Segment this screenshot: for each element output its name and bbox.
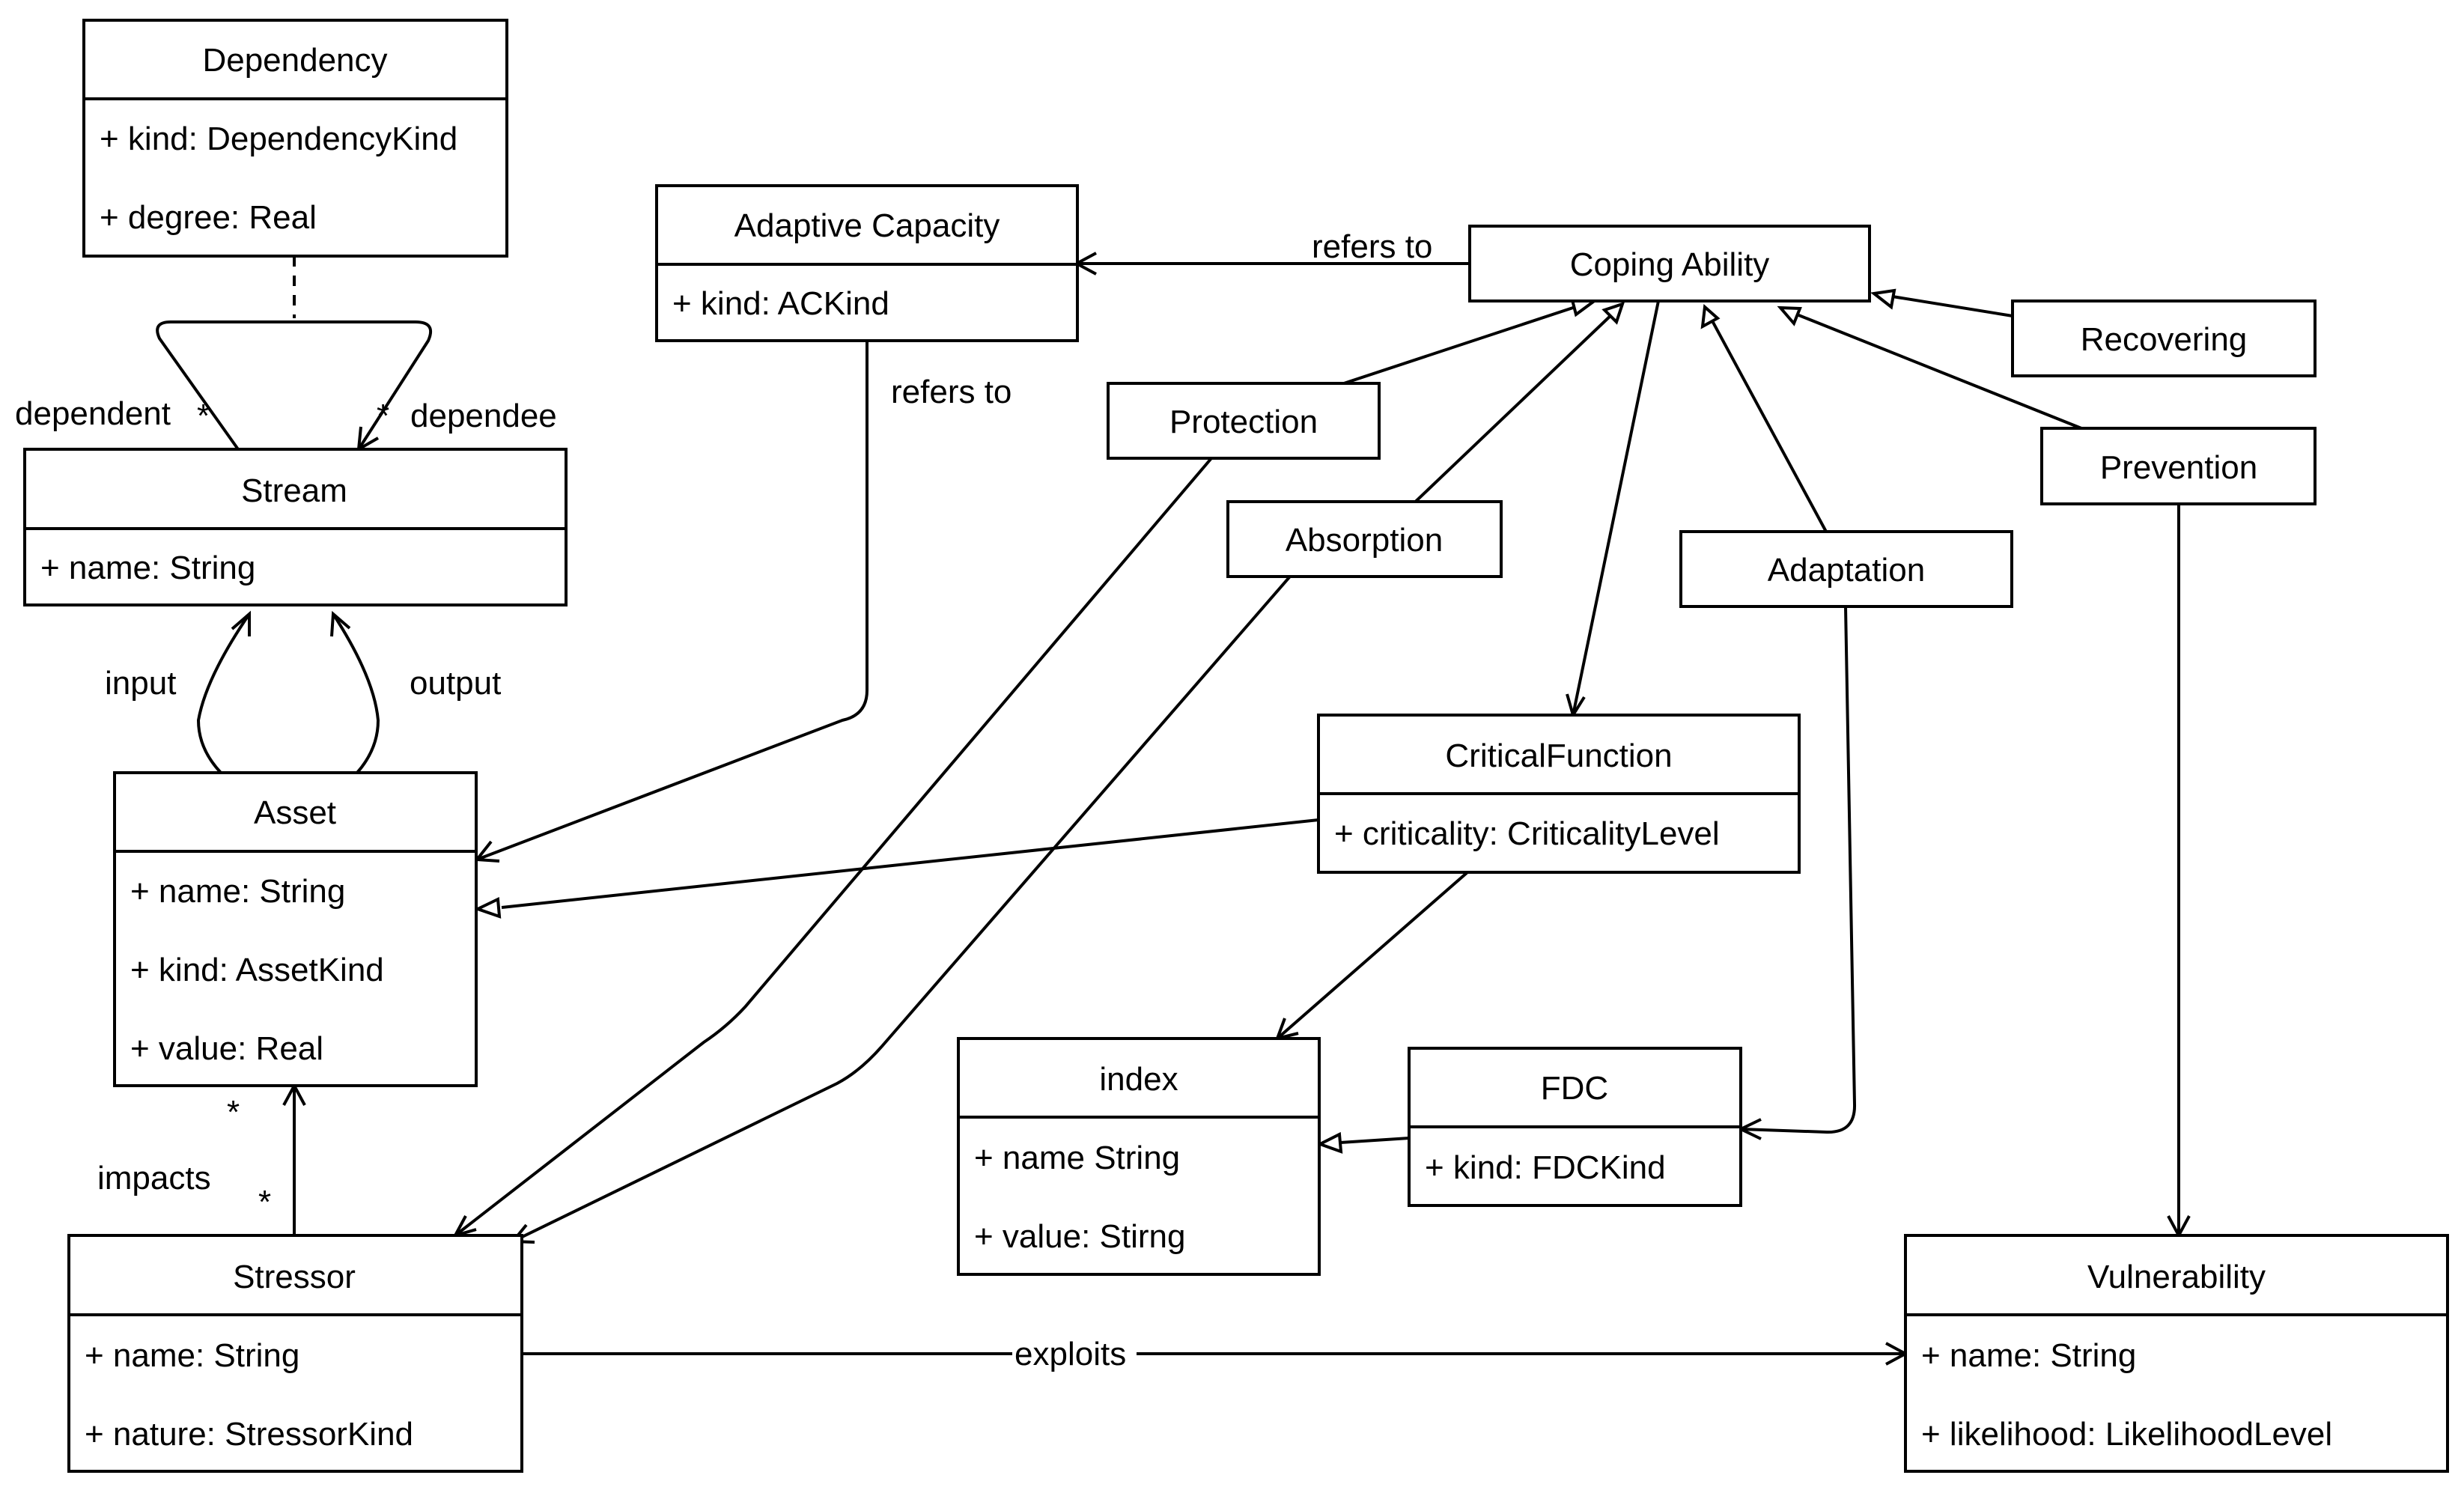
class-name: CriticalFunction xyxy=(1445,738,1672,774)
class-attribute: + degree: Real xyxy=(100,199,317,236)
asset-generalization-triangle xyxy=(473,896,502,919)
absorption-generalization-edge xyxy=(1406,311,1615,511)
class-name: Prevention xyxy=(2100,449,2257,486)
relationships xyxy=(156,252,2191,1366)
asset-multiplicity: * xyxy=(227,1094,240,1131)
index-class[interactable]: index + name String + value: Stirng xyxy=(957,1037,1321,1276)
input-association-edge xyxy=(196,612,251,774)
critical-function-class[interactable]: CriticalFunction + criticality: Critical… xyxy=(1317,714,1801,874)
class-attribute: + criticality: CriticalityLevel xyxy=(1334,815,1720,852)
critical-function-to-asset-edge xyxy=(501,818,1319,909)
class-name: FDC xyxy=(1541,1070,1608,1107)
dependee-role-label: dependee xyxy=(410,398,557,434)
class-name: Stream xyxy=(241,472,347,509)
class-attribute: + nature: StressorKind xyxy=(85,1416,413,1453)
class-name: Vulnerability xyxy=(2087,1259,2266,1295)
adaptation-class[interactable]: Adaptation xyxy=(1679,530,2013,608)
fdc-to-index-edge xyxy=(1339,1137,1410,1144)
prevention-generalization-triangle xyxy=(1777,305,1802,326)
class-name: Stressor xyxy=(233,1259,356,1295)
class-attribute: + name: String xyxy=(130,873,345,910)
stream-class[interactable]: Stream + name: String xyxy=(23,448,568,606)
prevention-generalization-edge xyxy=(1792,311,2082,430)
protection-class[interactable]: Protection xyxy=(1107,382,1381,460)
class-name: Protection xyxy=(1169,404,1318,440)
dependent-multiplicity: * xyxy=(197,398,210,434)
class-attribute: + kind: ACKind xyxy=(672,285,889,322)
class-attribute: + kind: DependencyKind xyxy=(100,121,457,157)
edge-labels: dependent * * dependee refers to refers … xyxy=(15,228,1432,1372)
class-attribute: + kind: FDCKind xyxy=(1425,1149,1666,1186)
impacts-label: impacts xyxy=(97,1160,211,1196)
dependent-role-label: dependent xyxy=(15,395,171,432)
class-name: Dependency xyxy=(202,42,387,79)
adaptation-generalization-triangle xyxy=(1700,303,1721,329)
class-name: Adaptation xyxy=(1768,552,1925,589)
absorption-class[interactable]: Absorption xyxy=(1226,500,1503,578)
critical-function-to-index-edge xyxy=(1276,871,1469,1040)
refers-to-top-label: refers to xyxy=(1312,228,1432,265)
class-attribute: + value: Real xyxy=(130,1030,323,1067)
class-attribute: + name String xyxy=(974,1140,1180,1176)
class-name: Absorption xyxy=(1286,522,1443,559)
absorption-to-stressor-edge xyxy=(512,530,1330,1243)
class-name: Coping Ability xyxy=(1570,246,1770,283)
vulnerability-class[interactable]: Vulnerability + name: String + likelihoo… xyxy=(1904,1234,2449,1473)
adaptation-generalization-edge xyxy=(1709,317,1828,532)
stressor-class[interactable]: Stressor + name: String + nature: Stress… xyxy=(67,1234,523,1473)
coping-to-critical-function-edge xyxy=(1572,300,1660,716)
class-attribute: + name: String xyxy=(1921,1337,2136,1374)
stream-self-association xyxy=(156,320,433,451)
class-name: Asset xyxy=(254,794,336,831)
dependency-class[interactable]: Dependency + kind: DependencyKind + degr… xyxy=(82,19,508,258)
asset-class[interactable]: Asset + name: String + kind: AssetKind +… xyxy=(113,771,478,1087)
prevention-class[interactable]: Prevention xyxy=(2040,427,2317,505)
adaptive-capacity-to-asset-edge xyxy=(476,341,869,861)
adaptation-to-fdc-edge xyxy=(1740,606,1857,1134)
class-attribute: + name: String xyxy=(85,1337,299,1374)
class-attribute: + name: String xyxy=(40,550,255,586)
dependee-arrowhead xyxy=(356,426,379,452)
refers-to-left-label: refers to xyxy=(891,374,1012,410)
class-name: Adaptive Capacity xyxy=(734,207,1000,244)
class-attribute: + likelihood: LikelihoodLevel xyxy=(1921,1416,2332,1453)
recovering-generalization-edge xyxy=(1873,292,2013,317)
input-label: input xyxy=(105,665,176,702)
input-arrowhead xyxy=(231,610,251,636)
output-association-edge xyxy=(332,612,380,774)
absorption-generalization-triangle xyxy=(1601,301,1625,325)
index-generalization-triangle xyxy=(1315,1131,1343,1154)
protection-generalization-edge xyxy=(1343,304,1581,385)
class-name: index xyxy=(1099,1061,1178,1098)
protection-to-stressor-edge xyxy=(454,457,1213,1237)
output-arrowhead xyxy=(330,610,351,637)
coping-ability-class[interactable]: Coping Ability xyxy=(1468,225,1871,302)
recovering-generalization-triangle xyxy=(1870,288,1896,310)
stressor-multiplicity: * xyxy=(258,1184,271,1220)
fdc-class[interactable]: FDC + kind: FDCKind xyxy=(1408,1047,1742,1207)
class-attribute: + value: Stirng xyxy=(974,1218,1186,1255)
recovering-class[interactable]: Recovering xyxy=(2011,299,2317,377)
exploits-label-background xyxy=(1012,1334,1137,1372)
class-attribute: + kind: AssetKind xyxy=(130,952,384,988)
dependee-multiplicity: * xyxy=(377,398,389,434)
exploits-label: exploits xyxy=(1015,1336,1126,1372)
output-label: output xyxy=(410,665,501,702)
adaptive-capacity-class[interactable]: Adaptive Capacity + kind: ACKind xyxy=(655,184,1079,342)
class-name: Recovering xyxy=(2081,321,2248,358)
